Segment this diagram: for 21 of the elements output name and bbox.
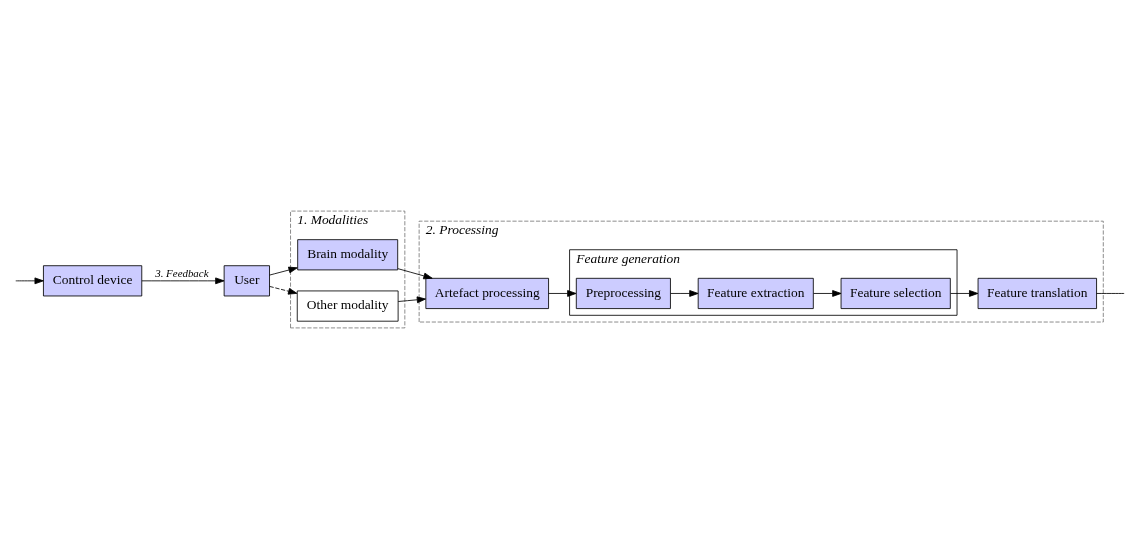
edge-label: 3. Feedback: [155, 266, 209, 279]
connector: [1096, 293, 1125, 294]
arrow: [813, 290, 842, 297]
arrow: [950, 290, 979, 297]
arrow: [397, 268, 433, 280]
node-box: Other modality: [296, 290, 399, 322]
arrow: [269, 286, 298, 295]
node-box: Control device: [43, 265, 143, 297]
node-box: Feature translation: [977, 277, 1097, 309]
arrow: [269, 266, 298, 276]
node-box: Preprocessing: [575, 277, 671, 309]
arrow: [670, 290, 699, 297]
node-box: Artefact processing: [425, 277, 549, 309]
arrow: [15, 277, 44, 285]
arrow: [548, 290, 577, 297]
arrow: [397, 296, 427, 304]
node-box: User: [223, 265, 270, 297]
node-box: Feature extraction: [697, 277, 814, 309]
node-box: Feature selection: [840, 277, 951, 309]
node-box: Brain modality: [297, 239, 399, 271]
arrow: [141, 277, 225, 285]
